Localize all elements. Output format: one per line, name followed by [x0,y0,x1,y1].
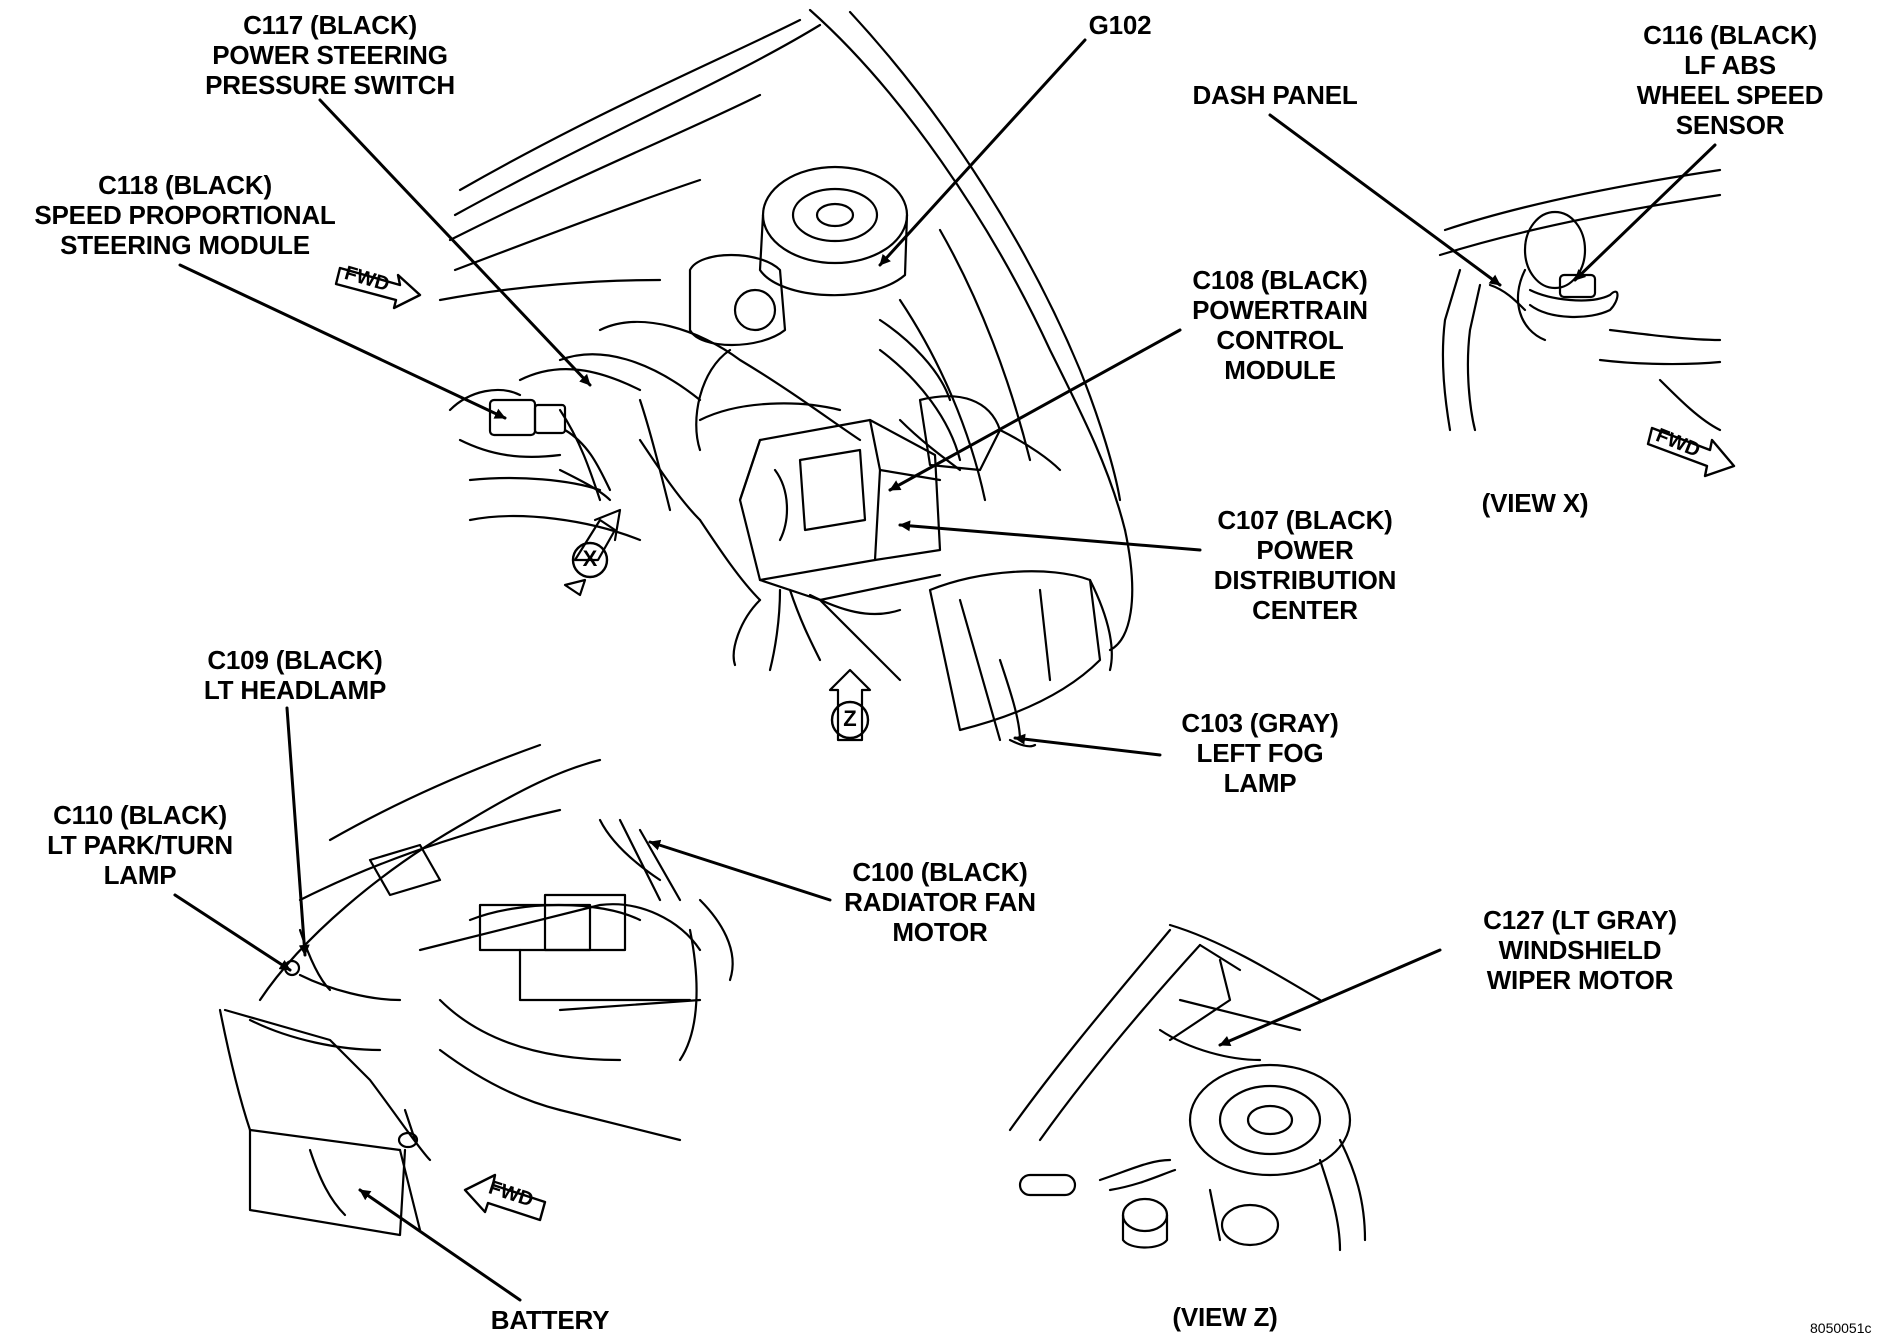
view-x-drawing [1438,168,1722,432]
leader-c118 [178,263,507,420]
figure-code: 8050051c [1810,1320,1872,1336]
lower-left-drawing [218,743,734,1237]
fwd-arrow-lower-left [463,1173,547,1222]
leader-c108 [888,328,1182,492]
leader-c116 [1573,143,1717,282]
leader-g102 [878,38,1087,267]
leader-c127 [1218,948,1442,1047]
label-battery: BATTERY [490,1305,610,1335]
label-c110-lt-park-turn-lamp: C110 (BLACK) LT PARK/TURN LAMP [47,800,233,890]
label-dash-panel: DASH PANEL [1192,80,1358,110]
view-z-arrow [828,668,872,742]
leader-battery [358,1188,522,1302]
label-view-x: (VIEW X) [1481,488,1589,518]
label-c109-lt-headlamp: C109 (BLACK) LT HEADLAMP [203,645,387,705]
label-c103-left-fog-lamp: C103 (GRAY) LEFT FOG LAMP [1181,708,1339,798]
label-g102-ground: G102 [1088,10,1152,40]
label-c100-radiator-fan-motor: C100 (BLACK) RADIATOR FAN MOTOR [844,857,1036,947]
view-x-arrow [563,508,622,597]
fwd-arrow-main [334,266,422,310]
label-c108-powertrain-control-module: C108 (BLACK) POWERTRAIN CONTROL MODULE [1192,265,1368,385]
label-c118-speed-proportional-steering-module: C118 (BLACK) SPEED PROPORTIONAL STEERING… [34,170,336,260]
view-z-drawing [1008,923,1367,1252]
leader-c109 [285,706,310,957]
label-c107-power-distribution-center: C107 (BLACK) POWER DISTRIBUTION CENTER [1213,505,1397,625]
leader-c110 [173,893,292,972]
label-c116-lf-abs-wheel-speed-sensor: C116 (BLACK) LF ABS WHEEL SPEED SENSOR [1636,20,1824,140]
leader-dash-panel [1268,113,1502,287]
leader-c103 [1013,733,1162,757]
leader-c107 [898,520,1202,552]
leader-c117 [318,98,592,387]
label-c127-windshield-wiper-motor: C127 (LT GRAY) WINDSHIELD WIPER MOTOR [1483,905,1677,995]
view-x-callout-letter: X [582,546,598,571]
leader-lines [173,38,1717,1302]
label-view-z: (VIEW Z) [1172,1302,1278,1332]
label-c117-power-steering-pressure-switch: C117 (BLACK) POWER STEERING PRESSURE SWI… [205,10,455,100]
leader-c100 [648,839,832,902]
main-engine-compartment-drawing [438,8,1134,748]
view-z-callout-letter: Z [843,706,857,731]
fwd-arrow-view-x [1646,426,1736,478]
